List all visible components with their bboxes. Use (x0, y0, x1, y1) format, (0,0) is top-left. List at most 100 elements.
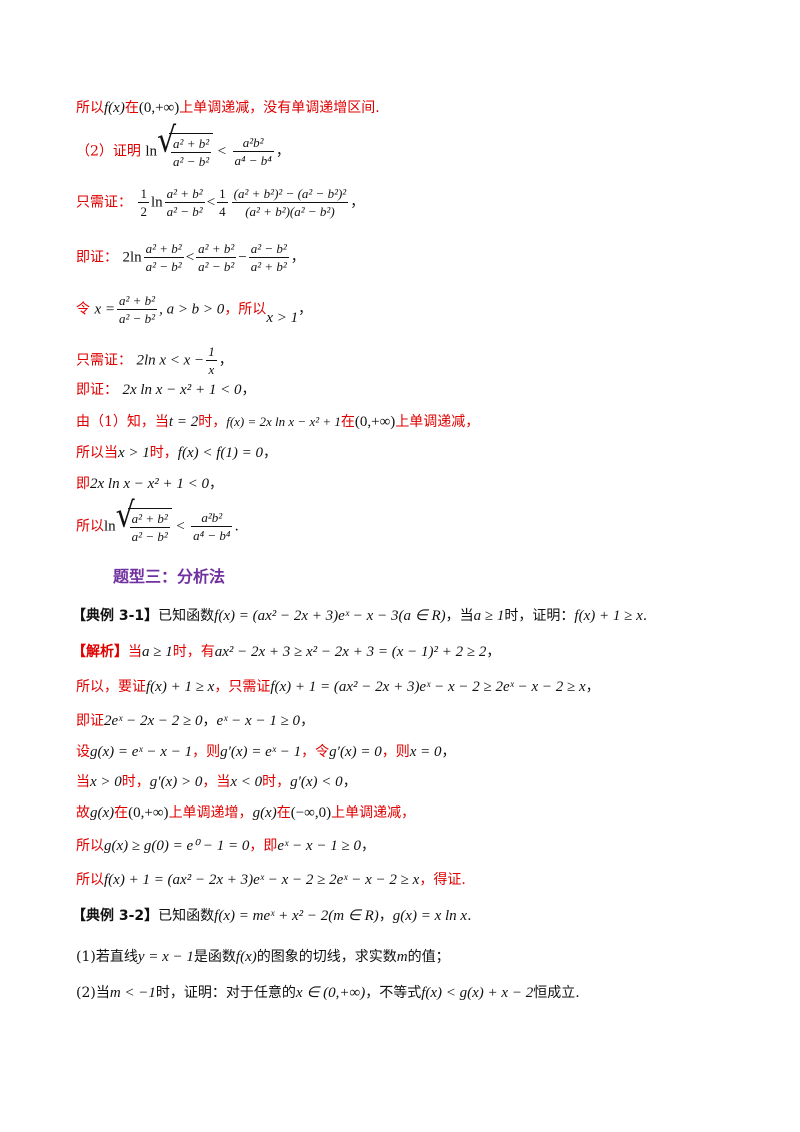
solution-line-1: 【解析】当a ≥ 1时，有ax² − 2x + 3 ≥ x² − 2x + 3 … (72, 642, 500, 662)
formula: 2x ln x − x² + 1 < 0 (90, 476, 210, 492)
text: 故 (76, 805, 90, 821)
formula: g(x) ≥ g(0) = e⁰ − 1 = 0 (104, 838, 250, 854)
formula: x < 0 (230, 774, 263, 790)
formula: ax² − 2x + 3 ≥ x² − 2x + 3 = (x − 1)² + … (214, 644, 487, 660)
text: ， (300, 713, 315, 729)
text: ， (360, 838, 375, 854)
solution-line-2: 所以，要证f(x) + 1 ≥ x，只需证f(x) + 1 = (ax² − 2… (76, 677, 600, 697)
text: （2）证明 (76, 143, 141, 160)
text: 即证： (76, 249, 118, 266)
text: ， (241, 382, 256, 398)
fraction: (a² + b²)² − (a² − b²)²(a² + b²)(a² − b²… (231, 186, 349, 219)
question-2: (2)当m < −1时，证明：对于任意的x ∈ (0,+∞)，不等式f(x) <… (76, 983, 580, 1003)
text: ， (298, 301, 313, 318)
proof-line-9: 所以当x > 1时，f(x) < f(1) = 0， (76, 443, 277, 463)
formula: f(x) = (ax² − 2x + 3)eˣ − x − 3(a ∈ R) (214, 608, 446, 624)
text: 即证 (76, 713, 104, 729)
text: ，则 (381, 744, 410, 760)
text: 由（1）知，当 (76, 414, 169, 430)
formula: g′(x) = eˣ − 1 (220, 744, 302, 760)
solution-line-7: 所以g(x) ≥ g(0) = e⁰ − 1 = 0，即eˣ − x − 1 ≥… (76, 836, 375, 856)
formula: m (396, 949, 408, 965)
text: 上单调递增， (168, 805, 253, 821)
formula: ln (104, 518, 116, 535)
text: ， (585, 679, 600, 695)
solution-line-3: 即证2eˣ − 2x − 2 ≥ 0，eˣ − x − 1 ≥ 0， (76, 711, 314, 731)
proof-line-7: 即证： 2x ln x − x² + 1 < 0， (76, 380, 255, 400)
text: 在 (124, 100, 139, 116)
formula: a ≥ 1 (473, 608, 505, 624)
text: (2)当 (76, 985, 110, 1001)
formula: (−∞,0) (290, 805, 332, 821)
text: 所以 (76, 100, 104, 116)
formula: m < −1 (109, 985, 156, 1001)
text: 上单调递减，没有单调递增区间. (179, 100, 380, 116)
example-3-1: 【典例 3-1】已知函数f(x) = (ax² − 2x + 3)eˣ − x … (72, 606, 647, 626)
text: ， (441, 744, 456, 760)
formula: f(x) + 1 = (ax² − 2x + 3)eˣ − x − 2 ≥ 2e… (270, 679, 586, 695)
text: 即 (76, 476, 90, 492)
formula: − (238, 249, 247, 266)
text: 所以 (76, 872, 104, 888)
formula: f(x) + 1 = (ax² − 2x + 3)eˣ − x − 2 ≥ 2e… (104, 872, 420, 888)
formula: (0,+∞) (128, 805, 169, 821)
solution-line-5: 当x > 0时，g′(x) > 0，当x < 0时，g′(x) < 0， (76, 772, 357, 792)
formula: eˣ − x − 1 ≥ 0 (216, 713, 301, 729)
formula: y = x − 1 (137, 949, 194, 965)
text: 时，有 (172, 644, 215, 660)
proof-line-10: 即2x ln x − x² + 1 < 0， (76, 474, 223, 494)
formula: f(x) < f(1) = 0 (177, 445, 263, 461)
formula: < (176, 518, 185, 535)
formula: x > 1 (266, 309, 299, 326)
solution-line-6: 故g(x)在(0,+∞)上单调递增，g(x)在(−∞,0)上单调递减， (76, 803, 415, 823)
formula: a ≥ 1 (142, 644, 173, 660)
example-tag: 【典例 3-2】 (72, 908, 159, 924)
formula: < (185, 249, 195, 266)
formula: 2eˣ − 2x − 2 ≥ 0 (104, 713, 203, 729)
text: 所以当 (76, 445, 118, 461)
formula: x ∈ (0,+∞) (295, 985, 366, 1001)
text: 即证： (76, 382, 118, 398)
text: 只需证： (76, 352, 132, 369)
text: 在 (340, 414, 355, 430)
text: ， (350, 194, 365, 211)
formula: x > 0 (90, 774, 122, 790)
text: 当 (76, 774, 90, 790)
text: 时， (198, 414, 227, 430)
text: ，当 (445, 608, 474, 624)
text: 令 (76, 301, 90, 318)
formula: ln (145, 143, 158, 160)
text: ， (290, 249, 305, 266)
text: ，只需证 (214, 679, 271, 695)
formula: x > 1 (118, 445, 150, 461)
formula: ln (150, 194, 163, 211)
formula: 2ln x < x − (136, 352, 205, 369)
text: ，当 (202, 774, 231, 790)
formula: f(x) = 2x ln x − x² + 1 (226, 414, 341, 429)
formula: f(x) = meˣ + x² − 2(m ∈ R) (214, 908, 379, 924)
text: ， (378, 908, 393, 924)
formula: g′(x) < 0 (290, 774, 343, 790)
text: ， (342, 774, 357, 790)
section-heading: 题型三：分析法 (113, 567, 226, 586)
formula: t = 2 (168, 414, 199, 430)
text: ， (202, 713, 217, 729)
text: 只需证： (76, 194, 132, 211)
formula: < (206, 194, 216, 211)
formula: g′(x) = 0 (329, 744, 382, 760)
formula: f(x) (104, 100, 125, 116)
solution-line-8: 所以f(x) + 1 = (ax² − 2x + 3)eˣ − x − 2 ≥ … (76, 870, 466, 890)
formula: f(x) < g(x) + x − 2 (421, 985, 534, 1001)
text: 已知函数 (158, 908, 215, 924)
